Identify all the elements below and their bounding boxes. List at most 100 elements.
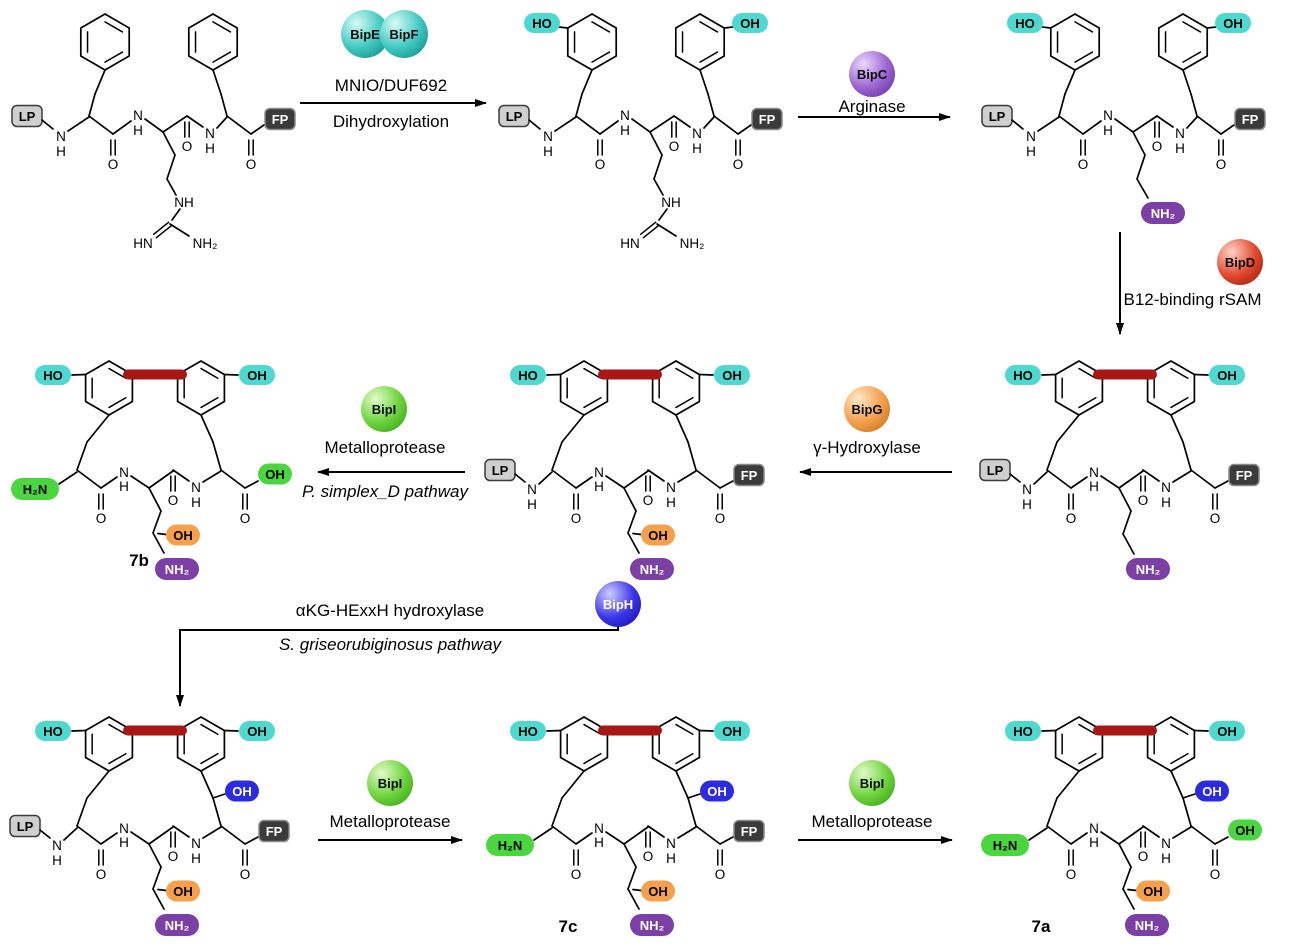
nh2-badge-label: NH₂ xyxy=(640,562,665,577)
lp-badge-label: LP xyxy=(989,109,1006,124)
atom-label: N xyxy=(1161,836,1171,851)
ho-badge-label: HO xyxy=(518,724,538,739)
lp-badge-label: LP xyxy=(506,109,523,124)
atom-label: H xyxy=(52,853,62,868)
atom-label: N xyxy=(56,129,66,144)
ho-badge-label: HO xyxy=(1013,724,1033,739)
gamma-oh-badge xyxy=(641,880,675,902)
ho-badge xyxy=(1007,13,1043,33)
step4-reaction-label: γ-Hydroxylase xyxy=(813,438,921,457)
atom-label: H xyxy=(191,851,201,866)
atom-label: H xyxy=(56,144,66,159)
atom-label: N xyxy=(1089,821,1099,836)
step6-reaction-label: αKG-HExxH hydroxylase xyxy=(295,601,485,620)
atom-label: O xyxy=(595,157,606,172)
nh2-badge-label: NH₂ xyxy=(165,562,190,577)
step3-reaction-label: B12-binding rSAM xyxy=(1123,290,1262,309)
compound-label: 7b xyxy=(129,551,149,570)
ho-badge-label: HO xyxy=(532,16,552,31)
gamma-oh-badge xyxy=(641,524,675,546)
oh-badge xyxy=(1215,13,1251,33)
fp-badge xyxy=(258,819,290,843)
atom-label: O xyxy=(1066,867,1077,882)
nh2-badge xyxy=(630,558,674,580)
oh-badge-label: OH xyxy=(740,16,760,31)
atom-label: NH₂ xyxy=(193,236,218,251)
nh2-badge xyxy=(1141,202,1185,224)
atom-label: N xyxy=(191,480,201,495)
atom-label: HN xyxy=(620,236,640,251)
atom-label: O xyxy=(168,493,179,508)
atom-label: N xyxy=(52,838,62,853)
atom-label: O xyxy=(1210,867,1221,882)
ho-badge xyxy=(510,365,546,385)
atom-label: N xyxy=(1089,465,1099,480)
oh-badge-label: OH xyxy=(1217,368,1237,383)
ho-badge-label: HO xyxy=(1015,16,1035,31)
ho-badge xyxy=(35,721,71,741)
gamma-oh-badge-label: OH xyxy=(648,528,668,543)
atom-label: N xyxy=(594,821,604,836)
fp-badge xyxy=(1234,107,1266,131)
step5-reaction-label: Metalloprotease xyxy=(324,438,446,457)
atom-label: HN xyxy=(133,236,153,251)
oh-badge-label: OH xyxy=(247,368,267,383)
c-terminal-oh-badge-label: OH xyxy=(1235,823,1255,838)
c-terminal-oh-badge-label: OH xyxy=(265,467,285,482)
atom-label: NH₂ xyxy=(680,236,705,251)
beta-oh-badge-label: OH xyxy=(232,784,252,799)
atom-label: N xyxy=(620,108,630,123)
nh2-badge xyxy=(630,914,674,936)
c-terminal-oh-badge xyxy=(1228,819,1262,841)
gamma-oh-badge-label: OH xyxy=(648,884,668,899)
enzyme-sphere-bipi-2: BipI xyxy=(367,760,413,806)
enzyme-sphere-bipc: BipC xyxy=(849,51,895,97)
fp-badge-label: FP xyxy=(759,112,776,127)
oh-badge xyxy=(1209,365,1245,385)
atom-label: O xyxy=(246,157,257,172)
oh-badge xyxy=(732,13,768,33)
atom-label: H xyxy=(205,141,215,156)
atom-label: O xyxy=(643,493,654,508)
atom-label: H xyxy=(1161,495,1171,510)
compound-label: 7a xyxy=(1032,917,1051,936)
atom-label: O xyxy=(240,867,251,882)
beta-oh-badge-label: OH xyxy=(707,784,727,799)
atom-label: N xyxy=(1161,480,1171,495)
atom-label: H xyxy=(119,835,129,850)
atom-label: H xyxy=(119,479,129,494)
h2n-badge xyxy=(486,834,534,856)
atom-label: H xyxy=(620,123,630,138)
gamma-oh-badge xyxy=(1136,880,1170,902)
atom-label: NH xyxy=(661,195,681,210)
ho-badge-label: HO xyxy=(43,368,63,383)
ho-badge xyxy=(524,13,560,33)
fp-badge-label: FP xyxy=(272,112,289,127)
atom-label: H xyxy=(594,835,604,850)
atom-label: H xyxy=(1022,497,1032,512)
atom-label: H xyxy=(666,495,676,510)
atom-label: O xyxy=(1078,157,1089,172)
lp-badge xyxy=(981,104,1013,128)
atom-label: H xyxy=(1161,851,1171,866)
atom-label: H xyxy=(527,497,537,512)
gamma-oh-badge-label: OH xyxy=(173,528,193,543)
enzyme-sphere-bipg: BipG xyxy=(844,386,890,432)
atom-label: O xyxy=(1152,139,1163,154)
atom-label: O xyxy=(1138,849,1149,864)
atom-label: H xyxy=(1103,123,1113,138)
atom-label: N xyxy=(527,482,537,497)
lp-badge-label: LP xyxy=(987,463,1004,478)
oh-badge xyxy=(714,721,750,741)
oh-badge xyxy=(239,365,275,385)
lp-badge xyxy=(9,814,41,838)
nh2-badge-label: NH₂ xyxy=(165,918,190,933)
oh-badge xyxy=(714,365,750,385)
atom-label: H xyxy=(666,851,676,866)
atom-label: O xyxy=(108,157,119,172)
